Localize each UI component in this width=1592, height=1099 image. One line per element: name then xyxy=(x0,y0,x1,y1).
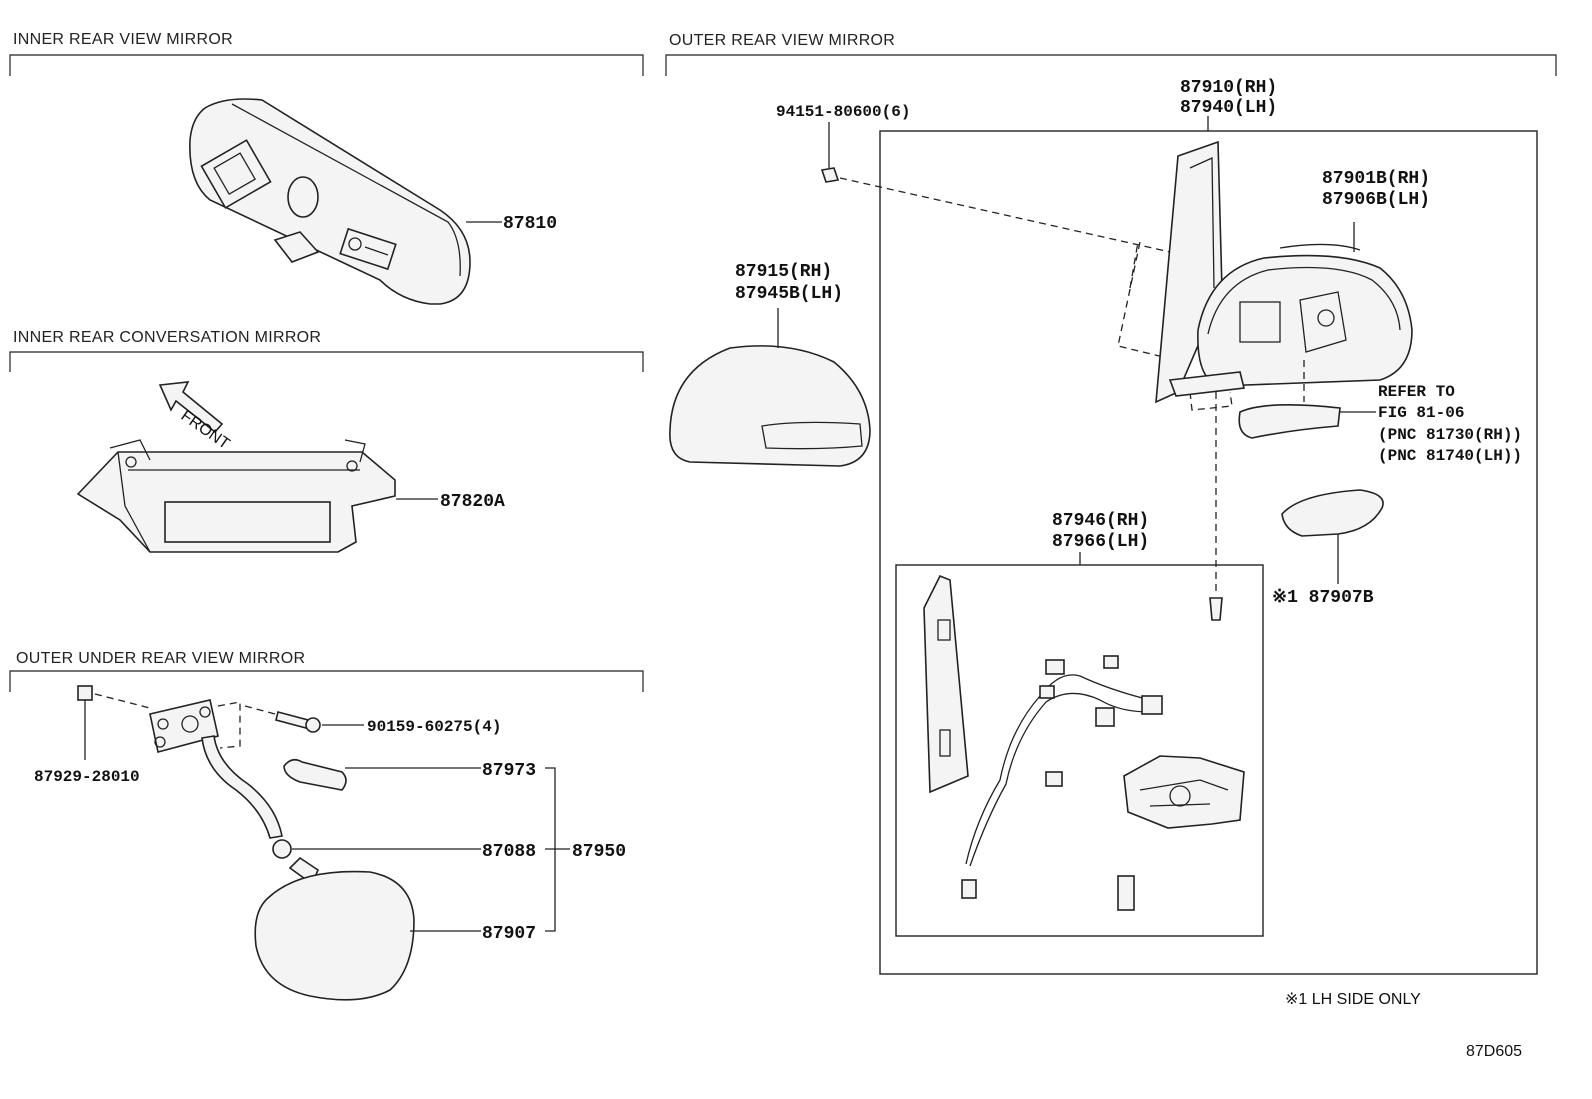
dashed-line xyxy=(839,177,1171,253)
part-number-87088[interactable]: 87088 xyxy=(482,842,536,862)
part-number-87973[interactable]: 87973 xyxy=(482,761,536,781)
outer-under-rear-view-mirror-drawing xyxy=(77,685,415,1001)
inner-rear-conversation-mirror-drawing xyxy=(76,439,396,553)
section-bracket xyxy=(9,670,644,692)
section-bracket xyxy=(9,54,644,76)
part-number-87966-lh[interactable]: 87966(LH) xyxy=(1052,532,1149,552)
section-title-outer-rear-view: OUTER REAR VIEW MIRROR xyxy=(669,32,895,49)
mirror-cover-drawing xyxy=(669,345,871,467)
section-bracket xyxy=(9,351,644,372)
part-number-87907[interactable]: 87907 xyxy=(482,924,536,944)
section-title-inner-rear-conversation: INNER REAR CONVERSATION MIRROR xyxy=(13,329,321,346)
part-number-87940-lh[interactable]: 87940(LH) xyxy=(1180,98,1277,118)
part-number-87945b-lh[interactable]: 87945B(LH) xyxy=(735,284,843,304)
part-number-87820A[interactable]: 87820A xyxy=(440,492,505,512)
screw-drawing xyxy=(820,167,840,183)
lower-cover-drawing xyxy=(1281,489,1384,537)
part-number-87901b-rh[interactable]: 87901B(RH) xyxy=(1322,169,1430,189)
outer-mirror-housing-drawing xyxy=(1117,140,1413,411)
part-number-87810[interactable]: 87810 xyxy=(503,214,557,234)
part-number-94151[interactable]: 94151-80600(6) xyxy=(776,103,910,121)
turn-signal-lamp-drawing xyxy=(1238,404,1341,439)
part-number-87915-rh[interactable]: 87915(RH) xyxy=(735,262,832,282)
part-number-90159[interactable]: 90159-60275(4) xyxy=(367,718,501,736)
front-arrow: FRONT xyxy=(158,381,233,453)
part-number-87907b[interactable]: ※1 87907B xyxy=(1272,588,1374,608)
pnc-81730-rh[interactable]: (PNC 81730(RH)) xyxy=(1378,426,1522,444)
part-number-87906b-lh[interactable]: 87906B(LH) xyxy=(1322,190,1430,210)
part-number-87929[interactable]: 87929-28010 xyxy=(34,768,140,786)
fig-reference-link[interactable]: FIG 81-06 xyxy=(1378,404,1464,422)
section-title-inner-rear-view: INNER REAR VIEW MIRROR xyxy=(13,31,233,48)
section-title-outer-under-rear-view: OUTER UNDER REAR VIEW MIRROR xyxy=(16,650,305,667)
group-bracket xyxy=(545,767,570,932)
part-number-87946-rh[interactable]: 87946(RH) xyxy=(1052,511,1149,531)
section-bracket xyxy=(665,54,1557,76)
lh-side-only-note: ※1 LH SIDE ONLY xyxy=(1285,991,1421,1008)
diagram-code: 87D605 xyxy=(1466,1043,1522,1060)
refer-to-label: REFER TO xyxy=(1378,383,1455,401)
assembly-box-87946 xyxy=(895,564,1264,937)
inner-rear-view-mirror-drawing xyxy=(189,98,471,305)
part-number-87950[interactable]: 87950 xyxy=(572,842,626,862)
motor-harness-drawing xyxy=(923,392,1245,911)
part-number-87910-rh[interactable]: 87910(RH) xyxy=(1180,78,1277,98)
pnc-81740-lh[interactable]: (PNC 81740(LH)) xyxy=(1378,447,1522,465)
